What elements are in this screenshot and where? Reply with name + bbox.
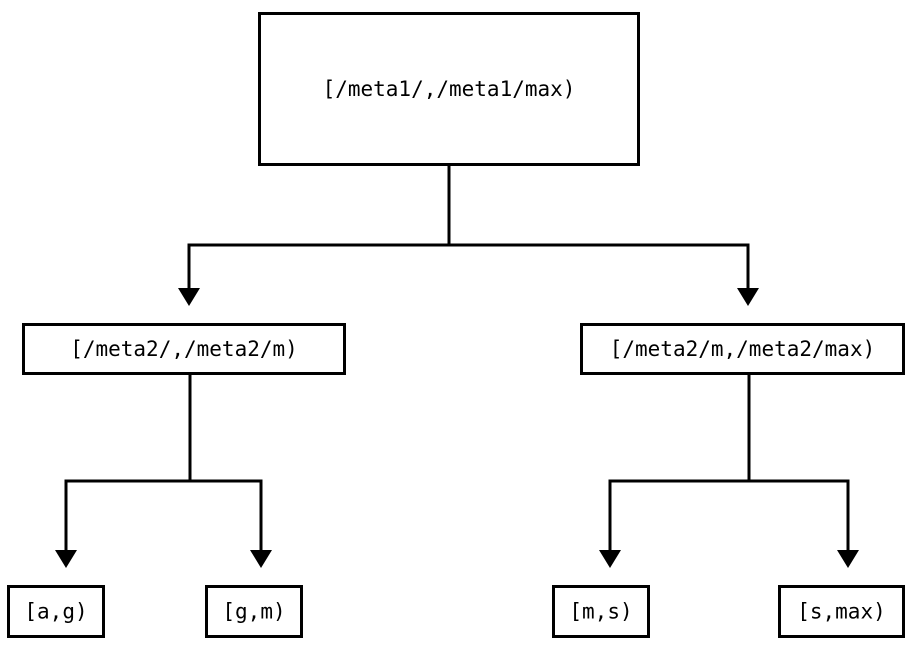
- node-label: [s,max): [797, 600, 886, 624]
- tree-node[interactable]: [m,s): [552, 585, 650, 638]
- node-box[interactable]: [258, 12, 640, 166]
- arrowhead-down-icon: [55, 550, 77, 568]
- node-box[interactable]: [778, 585, 905, 638]
- node-box[interactable]: [580, 323, 905, 375]
- edge-connector-line: [447, 166, 750, 288]
- tree-node[interactable]: [g,m): [205, 585, 303, 638]
- edge-connector-line: [747, 375, 850, 550]
- nodes-layer: [/meta1/,/meta1/max) [/meta2/,/meta2/m) [/…: [7, 12, 905, 638]
- tree-edge: [599, 375, 751, 568]
- edge-connector-line: [187, 166, 451, 288]
- tree-node[interactable]: [s,max): [778, 585, 905, 638]
- arrowhead-down-icon: [737, 288, 759, 306]
- arrowhead-down-icon: [250, 550, 272, 568]
- edges-layer: [55, 166, 859, 568]
- node-label: [/meta2/,/meta2/m): [70, 337, 298, 361]
- tree-edge: [188, 375, 272, 568]
- tree-node[interactable]: [/meta2/,/meta2/m): [22, 323, 346, 375]
- node-label: [m,s): [569, 600, 632, 624]
- tree-edge: [447, 166, 759, 306]
- node-box[interactable]: [7, 585, 105, 638]
- tree-edge: [747, 375, 859, 568]
- node-label: [g,m): [222, 600, 285, 624]
- tree-edge: [178, 166, 451, 306]
- tree-edge: [55, 375, 192, 568]
- node-box[interactable]: [552, 585, 650, 638]
- edge-connector-line: [64, 375, 192, 550]
- arrowhead-down-icon: [178, 288, 200, 306]
- arrowhead-down-icon: [599, 550, 621, 568]
- node-label: [a,g): [24, 600, 87, 624]
- node-box[interactable]: [205, 585, 303, 638]
- tree-node[interactable]: [a,g): [7, 585, 105, 638]
- tree-node[interactable]: [/meta1/,/meta1/max): [258, 12, 640, 166]
- edge-connector-line: [188, 375, 263, 550]
- arrowhead-down-icon: [837, 550, 859, 568]
- edge-connector-line: [608, 375, 751, 550]
- node-label: [/meta1/,/meta1/max): [323, 77, 576, 101]
- node-label: [/meta2/m,/meta2/max): [610, 337, 876, 361]
- tree-node[interactable]: [/meta2/m,/meta2/max): [580, 323, 905, 375]
- node-box[interactable]: [22, 323, 346, 375]
